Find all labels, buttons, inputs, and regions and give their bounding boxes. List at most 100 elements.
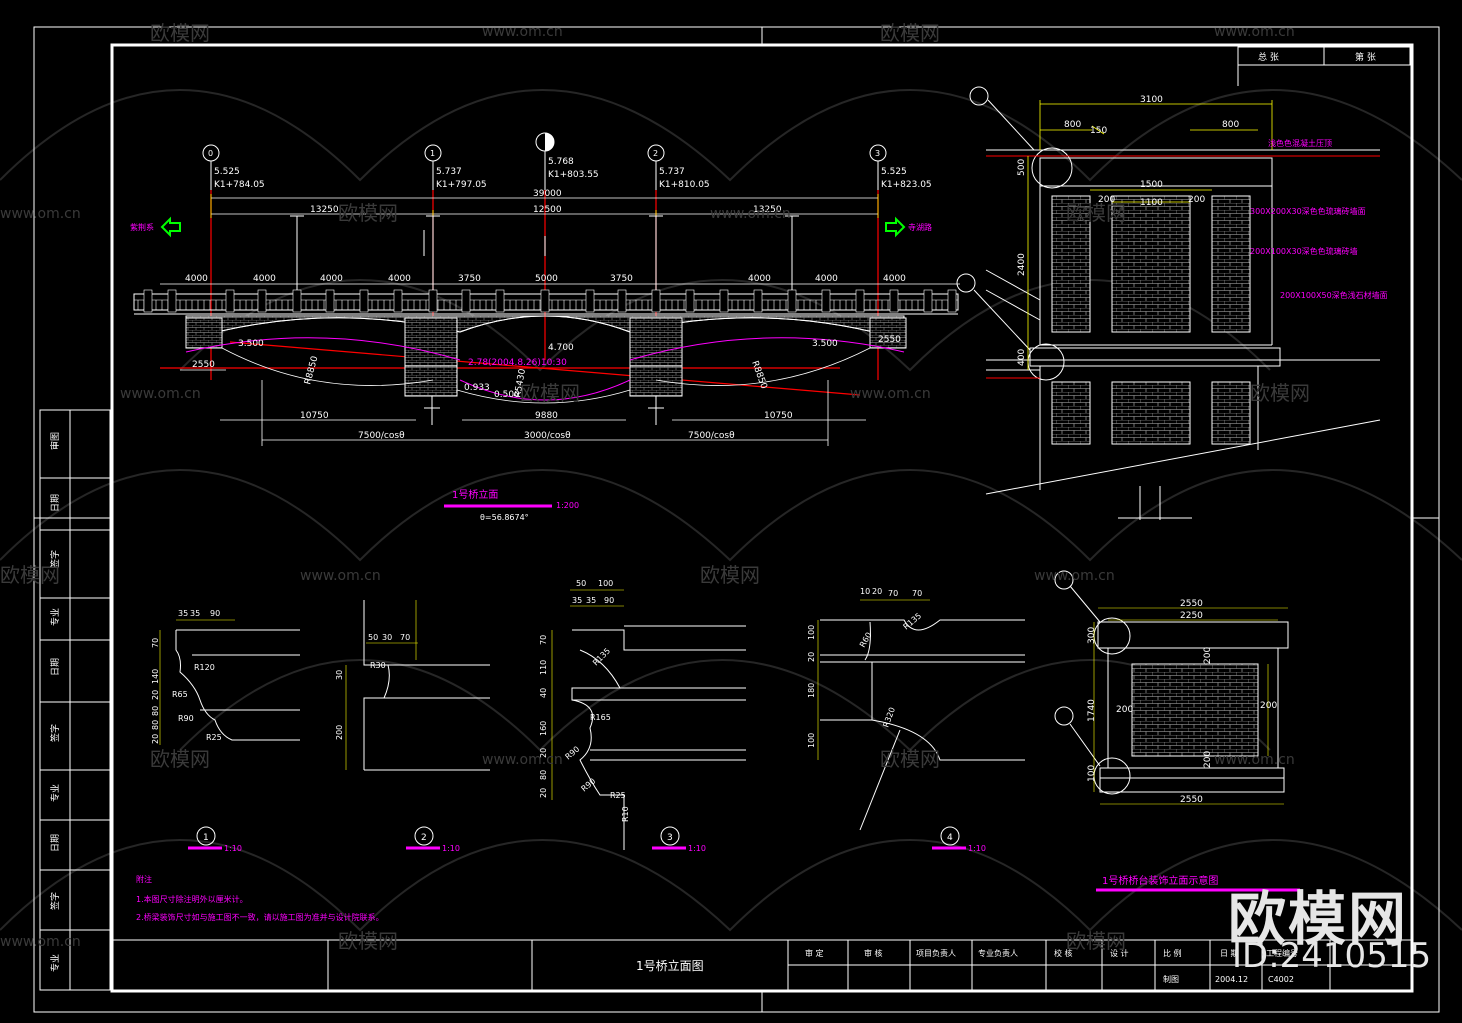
- elev-3500-r: 3.500: [812, 339, 838, 349]
- side-cell-4: 签字: [49, 724, 61, 742]
- d1-dim-6: 80: [151, 706, 160, 716]
- dim-9880: 9880: [535, 411, 558, 421]
- d2-r30: R30: [370, 661, 386, 670]
- dim-seg-2: 4000: [253, 274, 276, 284]
- station-0-km: K1+784.05: [214, 180, 265, 190]
- d4-dim-1: 20: [872, 587, 882, 596]
- d3-dim-7: 40: [539, 688, 548, 698]
- wm-brand-6: 欧模网: [1250, 381, 1310, 405]
- dim-seg-6: 5000: [535, 274, 558, 284]
- abut-w2550-top: 2550: [1180, 599, 1203, 609]
- dim-span-l: 13250: [310, 205, 339, 215]
- arrow-right-icon: [885, 216, 906, 238]
- notes-heading: 附注: [136, 874, 152, 884]
- dim-seg-10: 4000: [883, 274, 906, 284]
- d1-r25: R25: [206, 733, 222, 742]
- dim-10750-l: 10750: [300, 411, 329, 421]
- dim-7500-l: 7500/cosθ: [358, 431, 405, 441]
- water-level: 2.78(2004.8.26)10:30: [468, 358, 567, 368]
- wm-brand-4: 欧模网: [1066, 201, 1126, 225]
- abut-h300: 300: [1087, 627, 1097, 644]
- elev-0933: 0.933: [464, 383, 490, 393]
- station-3-km: K1+810.05: [659, 180, 710, 190]
- side-strip: [39, 409, 111, 991]
- d1-dim-3: 70: [151, 638, 160, 648]
- station-0-elev: 5.525: [214, 167, 240, 177]
- arrow-left-icon: [160, 216, 181, 238]
- pier-label-2: 300X200X30深色色琉璃砖墙面: [1250, 206, 1366, 216]
- station-1-km: K1+797.05: [436, 180, 487, 190]
- dim-seg-7: 3750: [610, 274, 633, 284]
- d3-r165: R165: [590, 713, 611, 722]
- main-view-title: 1号桥立面: [452, 488, 498, 501]
- station-3-elev: 5.737: [659, 167, 685, 177]
- d2-dim-2: 70: [400, 633, 410, 642]
- side-cell-5: 日期: [50, 658, 61, 676]
- d1-r65: R65: [172, 690, 188, 699]
- station-2-elev: 5.768: [548, 157, 574, 167]
- d3-dim-9: 20: [539, 748, 548, 758]
- drawing-title: 1号桥立面图: [636, 958, 704, 973]
- detail-4: 10 20 70 70 20 100 180 100 R135 R60 R320…: [807, 587, 1025, 853]
- wm-brand-8: 欧模网: [700, 563, 760, 587]
- tb-cell-0: 审 定: [805, 948, 824, 958]
- side-cell-3: 专业: [49, 784, 61, 802]
- d3-r25: R25: [610, 791, 626, 800]
- d3-dim-8: 160: [539, 721, 548, 736]
- wm-brand-7: 欧模网: [0, 563, 60, 587]
- d1-dim-5: 20: [151, 690, 160, 700]
- wm-site-8: www.om.cn: [1034, 568, 1115, 584]
- id-watermark: ID:2410515: [1232, 936, 1432, 976]
- wm-brand-10: 欧模网: [880, 747, 940, 771]
- pier-w150: 150: [1090, 126, 1107, 136]
- abut-w2550-bot: 2550: [1180, 795, 1203, 805]
- wm-brand-9: 欧模网: [150, 747, 210, 771]
- station-0-id: 0: [208, 149, 213, 158]
- station-1-elev: 5.737: [436, 167, 462, 177]
- wm-site-7: www.om.cn: [300, 568, 381, 584]
- abut-s200-l: 200: [1116, 705, 1133, 715]
- wm-site-10: www.om.cn: [1214, 752, 1295, 768]
- tb-cell-6: 比 例: [1163, 948, 1182, 958]
- d4-dim-5: 100: [807, 625, 816, 640]
- direction-right: 寺湖路: [908, 222, 932, 232]
- d2-dim-0: 50: [368, 633, 378, 642]
- wm-site-2: www.om.cn: [1214, 24, 1295, 40]
- abut-h100: 100: [1087, 765, 1097, 782]
- abut-s200-t: 200: [1203, 647, 1213, 664]
- wm-site-11: www.om.cn: [0, 934, 81, 950]
- dim-span-c: 12500: [533, 205, 562, 215]
- d3-dim-0: 50: [576, 579, 586, 588]
- dim-seg-1: 4000: [185, 274, 208, 284]
- dim-seg-9: 4000: [815, 274, 838, 284]
- dim-seg-3: 4000: [320, 274, 343, 284]
- d1-dim-0: 35: [178, 609, 188, 618]
- d2-dim-4: 200: [335, 725, 344, 740]
- d2-scale: 1:10: [442, 844, 460, 853]
- tb-project-no: C4002: [1268, 975, 1294, 984]
- wm-site-9: www.om.cn: [482, 752, 563, 768]
- pier-w1500: 1500: [1140, 180, 1163, 190]
- dim-abut-l: 2550: [192, 360, 215, 370]
- pier-detail: 3100 800 150 800 1500 1100 200 200 500 2…: [956, 86, 1388, 520]
- wm-brand-5: 欧模网: [520, 381, 580, 405]
- abut-w2250: 2250: [1180, 611, 1203, 621]
- d1-r120: R120: [194, 663, 215, 672]
- wm-brand-1: 欧模网: [150, 21, 210, 45]
- wm-brand-11: 欧模网: [338, 929, 398, 953]
- direction-left: 紫荆系: [130, 222, 154, 232]
- brand-watermark: 欧模网: [1228, 885, 1409, 953]
- side-cell-6: 专业: [49, 608, 61, 626]
- d3-r90a: R90: [564, 745, 582, 762]
- elev-3500-l: 3.500: [238, 339, 264, 349]
- wm-brand-3: 欧模网: [338, 201, 398, 225]
- station-2-km: K1+803.55: [548, 170, 599, 180]
- pier-label-3: 200X100X30深色色琉璃砖墙: [1250, 246, 1358, 256]
- pier-h400: 400: [1017, 349, 1027, 366]
- d1-dim-7: 80: [151, 720, 160, 730]
- notes-item-2: 2.桥梁装饰尺寸如与施工图不一致，请以施工图为准并与设计院联系。: [136, 912, 384, 922]
- d4-dim-3: 70: [912, 589, 922, 598]
- d1-scale: 1:10: [224, 844, 242, 853]
- d3-r90b: R90: [580, 777, 598, 794]
- side-cell-1: 签字: [49, 892, 61, 910]
